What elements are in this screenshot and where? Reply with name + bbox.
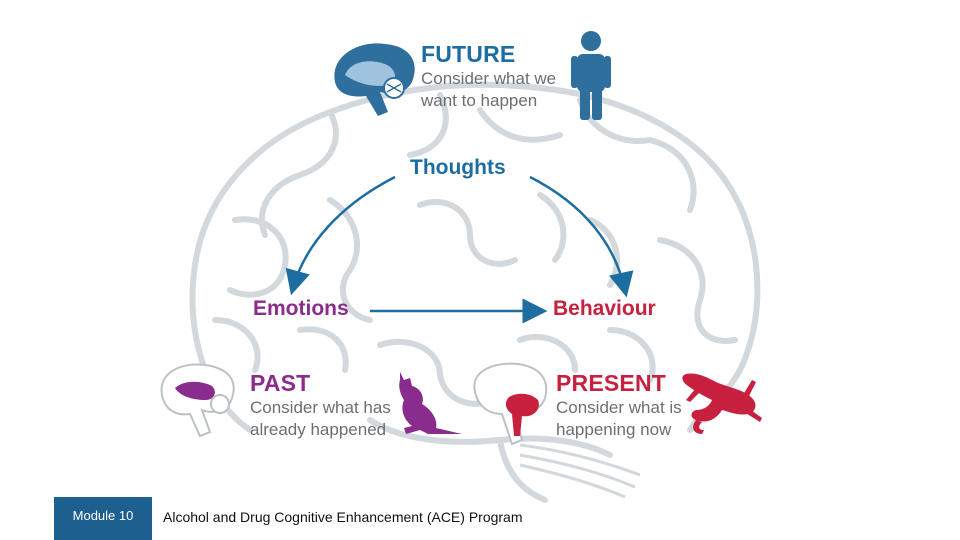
past-line-2: already happened bbox=[250, 420, 387, 439]
past-brain-icon bbox=[160, 363, 235, 438]
behaviour-label: Behaviour bbox=[553, 297, 656, 320]
future-title: FUTURE bbox=[421, 41, 516, 67]
present-line-2: happening now bbox=[556, 420, 672, 439]
future-brain-icon bbox=[334, 43, 415, 116]
emotions-label: Emotions bbox=[253, 297, 349, 320]
present-title: PRESENT bbox=[556, 370, 667, 396]
past-title: PAST bbox=[250, 370, 311, 396]
thoughts-label: Thoughts bbox=[410, 156, 506, 179]
present-line-1: Consider what is bbox=[556, 398, 682, 417]
thoughts-to-behaviour-arrow bbox=[529, 175, 634, 298]
thoughts-to-emotions-arrow bbox=[285, 175, 396, 296]
future-line-2: want to happen bbox=[421, 91, 538, 110]
program-title: Alcohol and Drug Cognitive Enhancement (… bbox=[163, 509, 523, 525]
past-line-1: Consider what has bbox=[250, 398, 391, 417]
module-badge: Module 10 bbox=[54, 497, 152, 540]
future-line-1: Consider what we bbox=[421, 69, 557, 88]
present-brain-icon bbox=[473, 362, 548, 446]
module-label: Module 10 bbox=[72, 508, 134, 523]
